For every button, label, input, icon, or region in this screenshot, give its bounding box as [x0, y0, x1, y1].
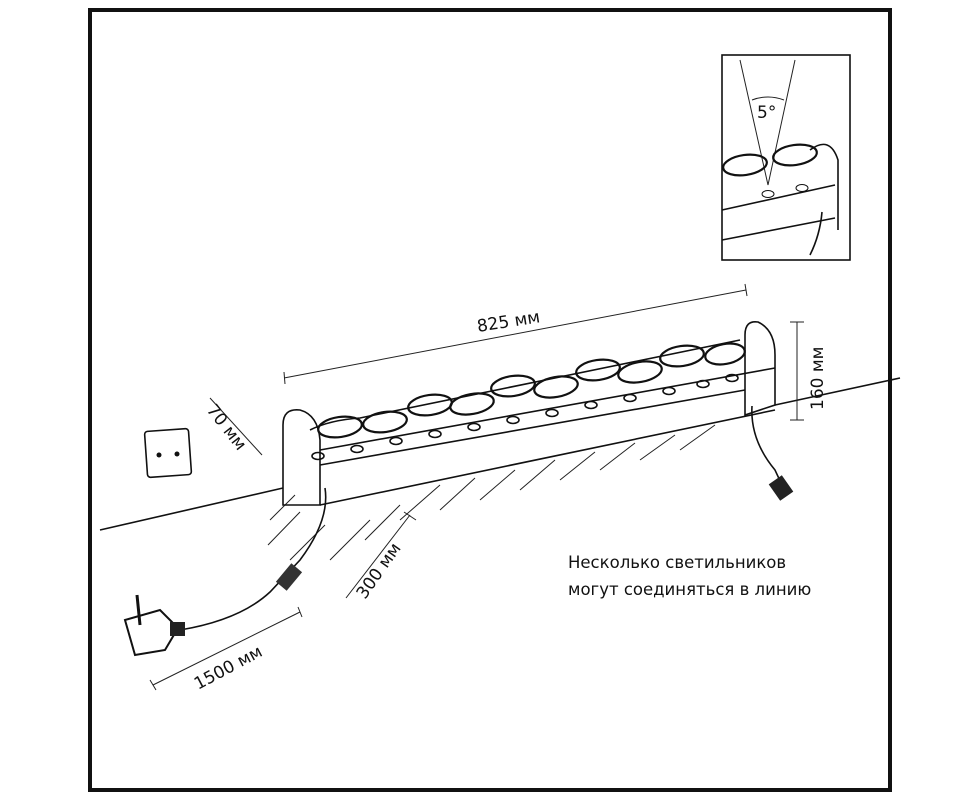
height-label: 160 мм [808, 346, 828, 410]
led-dots [311, 373, 739, 461]
spacing-label: 300 мм [353, 539, 406, 603]
luminaire-bar [282, 320, 776, 506]
caption-line-2: могут соединяться в линию [568, 580, 812, 599]
lens-ovals [317, 342, 746, 439]
power-cable [179, 487, 327, 631]
caption-line-1: Несколько светильников [568, 553, 787, 572]
length-label: 825 мм [476, 307, 542, 337]
connector [768, 475, 794, 501]
wall-socket [143, 427, 193, 479]
dimension-lines [149, 283, 804, 691]
cable-label: 1500 мм [191, 642, 266, 695]
beam-angle-inset: 5° [721, 54, 851, 261]
inline-connector [275, 563, 303, 591]
wall-floor-line [99, 377, 901, 531]
depth-label: 70 мм [202, 401, 250, 455]
plug [123, 594, 185, 657]
ground-hatching [267, 424, 716, 561]
connector-cable [751, 405, 783, 486]
outer-frame [88, 8, 892, 792]
beam-angle-label: 5° [757, 103, 776, 123]
